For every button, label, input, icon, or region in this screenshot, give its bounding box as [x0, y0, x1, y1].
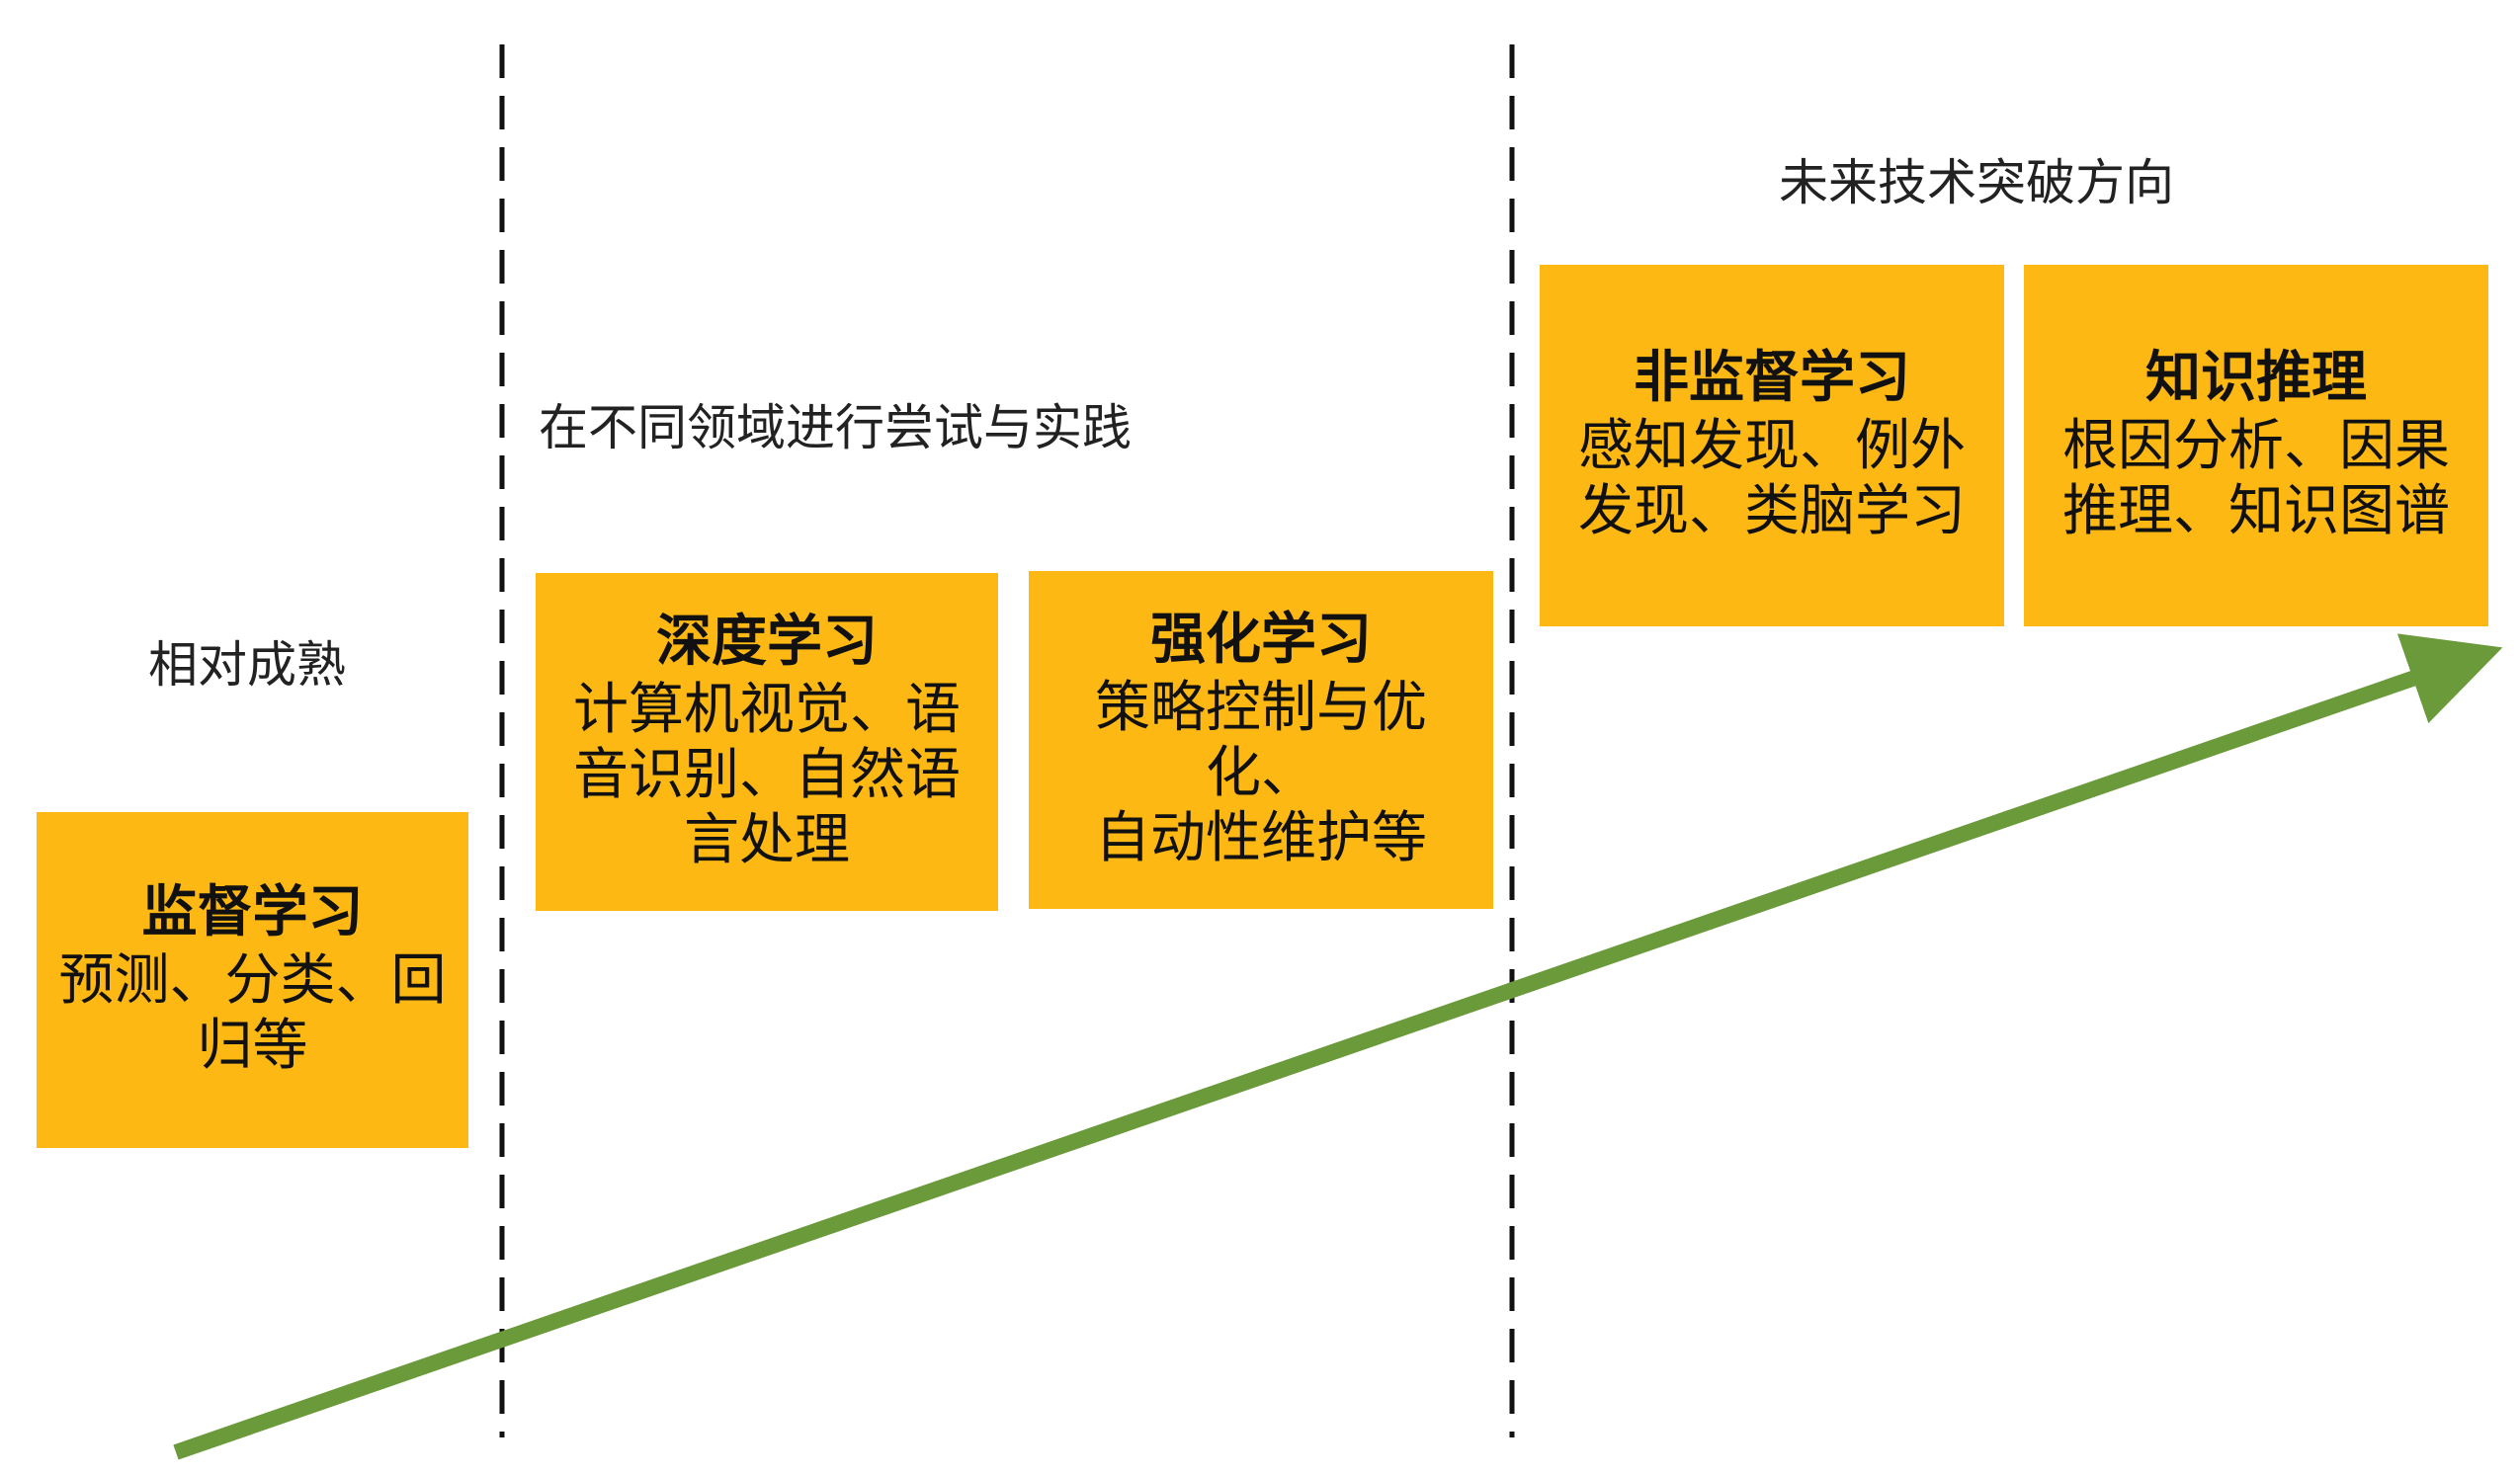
- box-desc-line: 归等: [197, 1014, 308, 1079]
- box-title: 监督学习: [141, 879, 364, 944]
- box-desc-line: 自动性维护等: [1095, 806, 1427, 871]
- stage-label-future: 未来技术突破方向: [1779, 154, 2174, 211]
- box-unsupervised-learning: 非监督学习 感知发现、例外 发现、类脑学习: [1540, 265, 2004, 626]
- box-desc-line: 推理、知识图谱: [2062, 479, 2450, 544]
- box-title: 知识推理: [2145, 345, 2367, 410]
- box-reinforcement-learning: 强化学习 策略控制与优化、 自动性维护等: [1029, 571, 1493, 909]
- box-deep-learning: 深度学习 计算机视觉、语 音识别、自然语 言处理: [536, 573, 998, 911]
- stage-label-trial: 在不同领域进行尝试与实践: [539, 399, 1132, 456]
- box-desc-line: 音识别、自然语: [573, 743, 961, 808]
- box-title: 非监督学习: [1634, 345, 1910, 410]
- box-desc-line: 策略控制与优化、: [1095, 676, 1427, 806]
- box-desc-line: 发现、类脑学习: [1578, 479, 1966, 544]
- box-desc-line: 计算机视觉、语: [573, 678, 961, 743]
- stage-label-mature: 相对成熟: [148, 636, 346, 694]
- box-title: 深度学习: [656, 609, 878, 674]
- box-desc-line: 感知发现、例外: [1578, 414, 1966, 479]
- box-supervised-learning: 监督学习 预测、分类、回 归等: [37, 812, 468, 1148]
- box-desc-line: 言处理: [684, 808, 850, 873]
- box-desc-line: 预测、分类、回: [58, 948, 447, 1014]
- box-desc-line: 根因分析、因果: [2062, 414, 2450, 479]
- box-knowledge-reasoning: 知识推理 根因分析、因果 推理、知识图谱: [2024, 265, 2488, 626]
- box-title: 强化学习: [1150, 607, 1372, 672]
- progress-arrow: [173, 633, 2503, 1460]
